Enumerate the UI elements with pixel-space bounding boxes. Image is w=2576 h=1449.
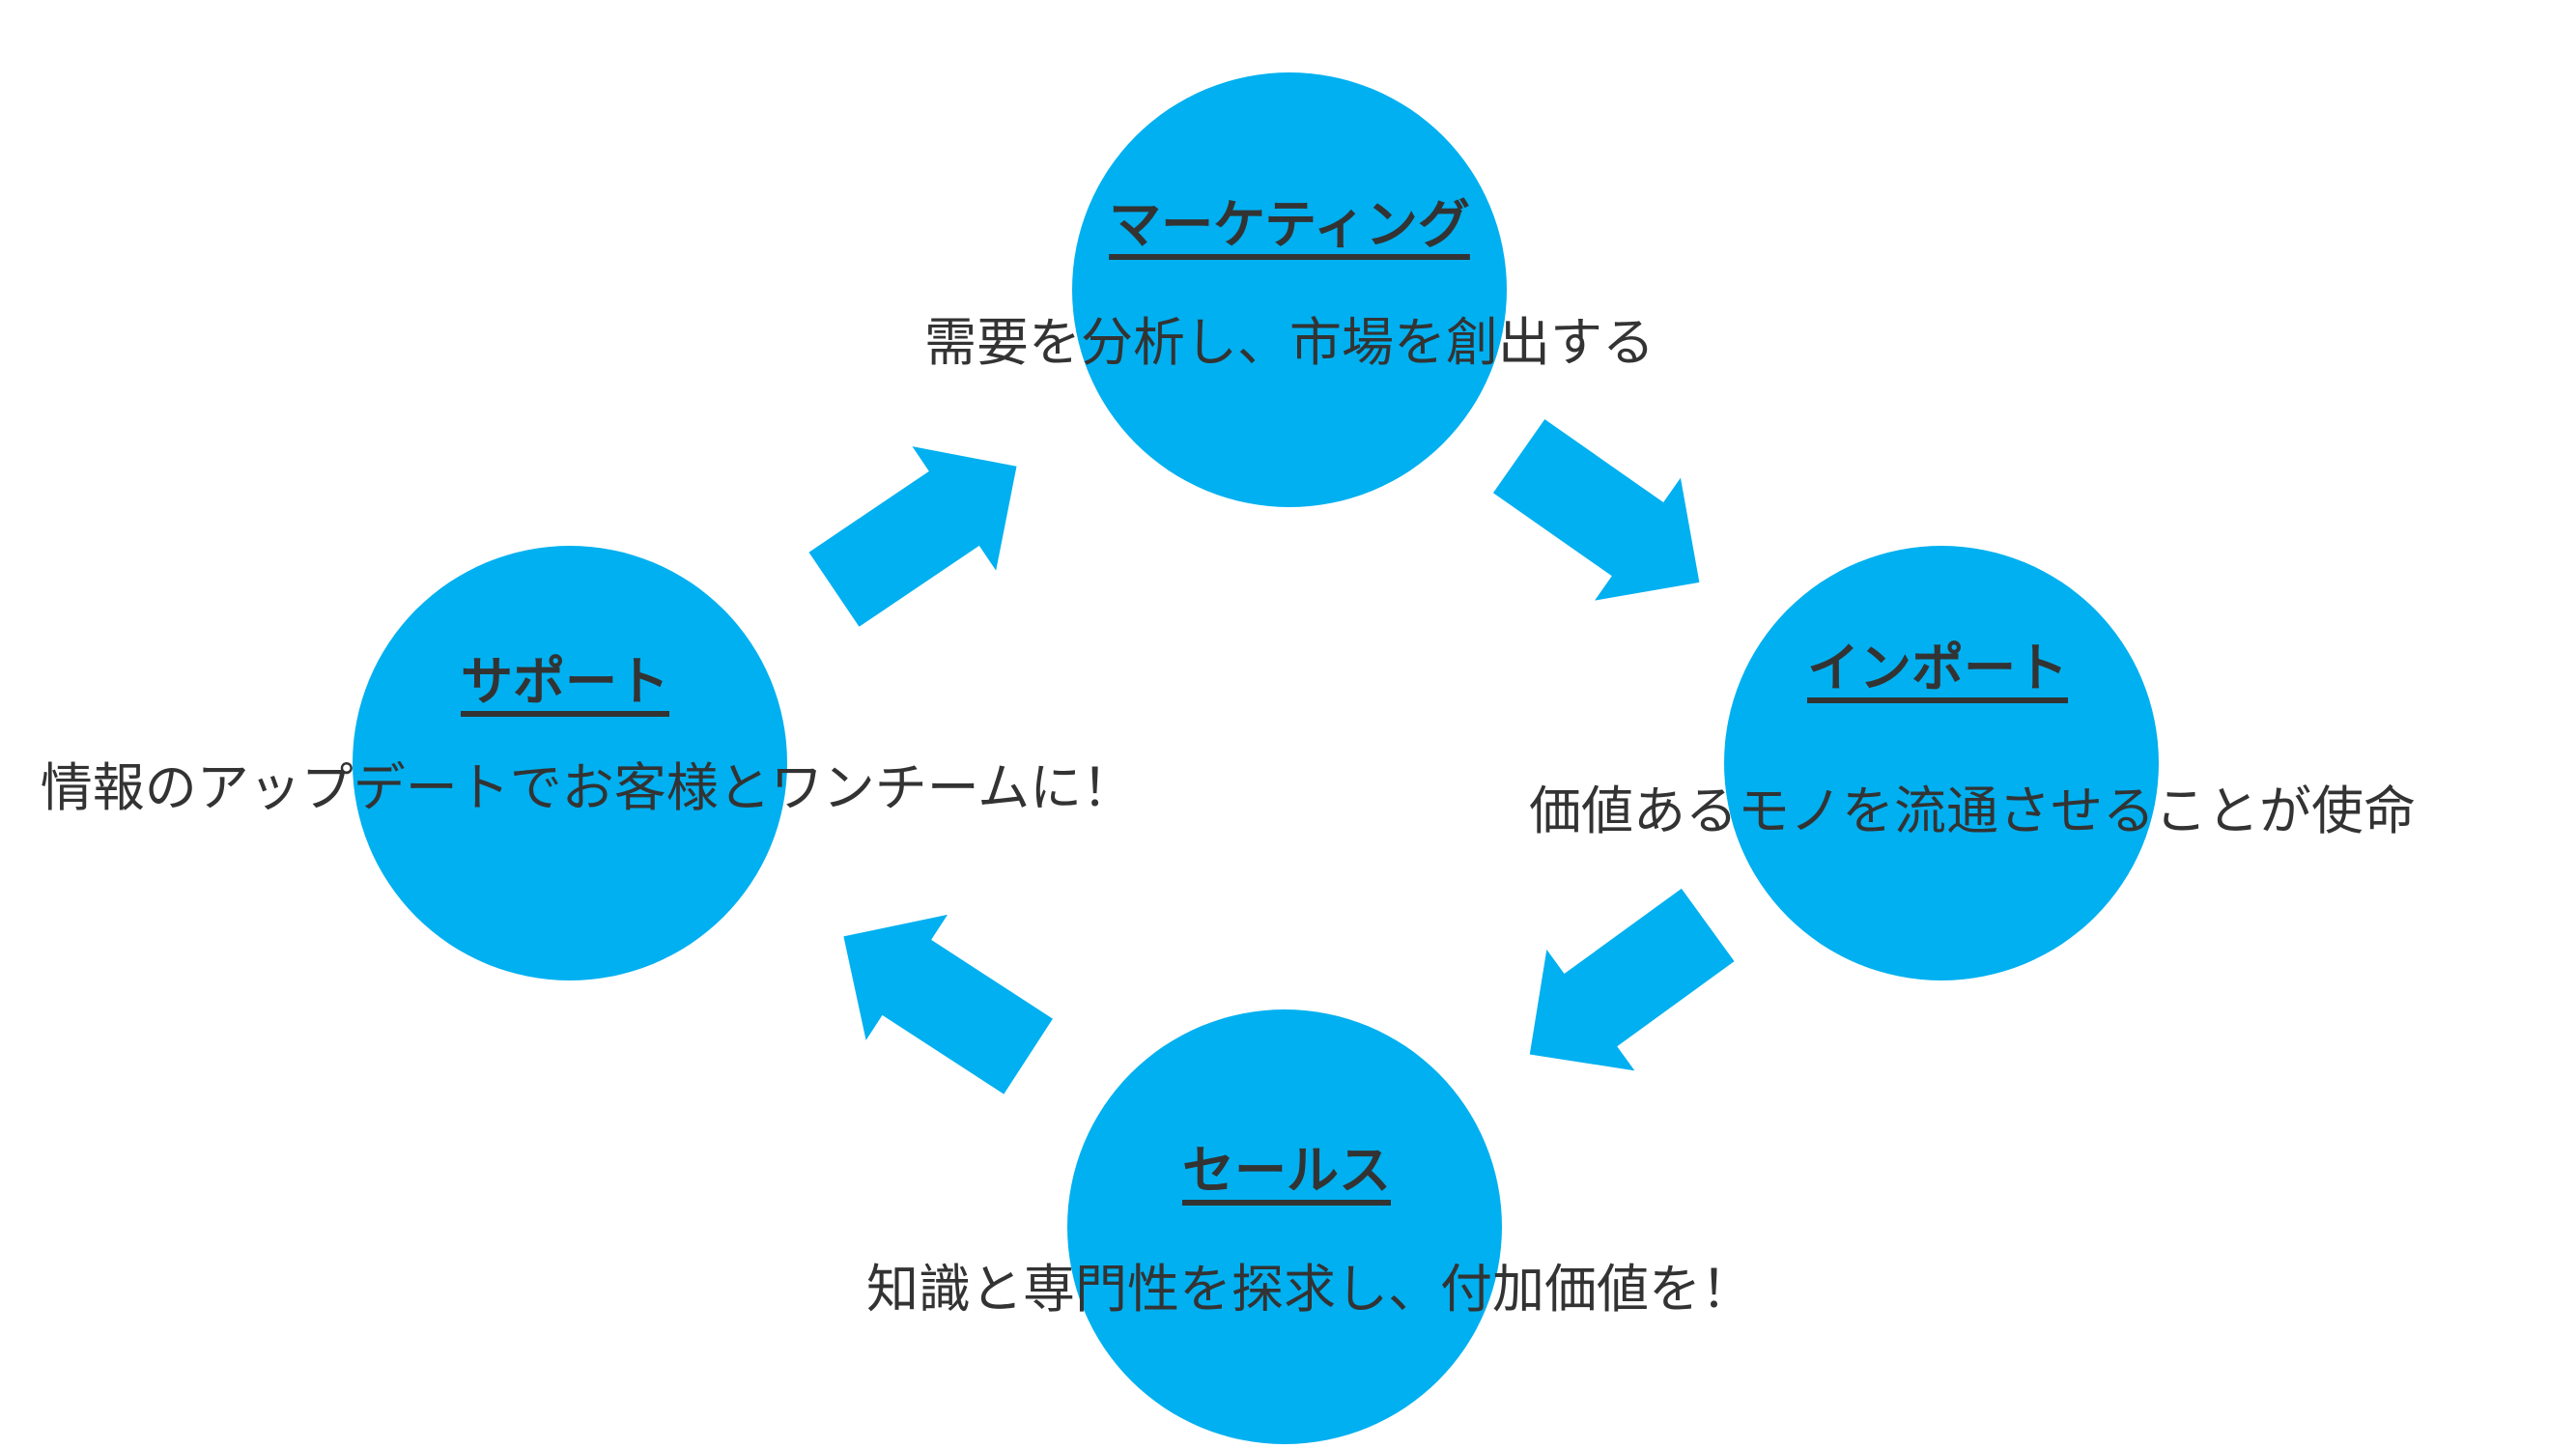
arrow-import-to-sales [1529,888,1735,1071]
import-circle [1724,546,2159,980]
arrow-support-to-marketing [808,446,1017,627]
sales-circle [1067,1009,1502,1444]
arrow-marketing-to-import [1492,419,1700,601]
support-title: サポート [461,651,669,712]
marketing-circle [1072,72,1507,507]
marketing-title: マーケティング [1109,194,1470,255]
sales-description: 知識と専門性を探求し、付加価値を！ [866,1259,1753,1320]
support-description: 情報のアップデートでお客様とワンチームに！ [40,757,1135,818]
support-circle [353,546,787,980]
marketing-description: 需要を分析し、市場を創出する [924,312,1655,373]
import-description: 価値あるモノを流通させることが使命 [1529,781,2416,841]
import-title: インポート [1807,638,2068,698]
arrow-sales-to-support [843,914,1053,1094]
sales-title: セールス [1182,1140,1391,1201]
